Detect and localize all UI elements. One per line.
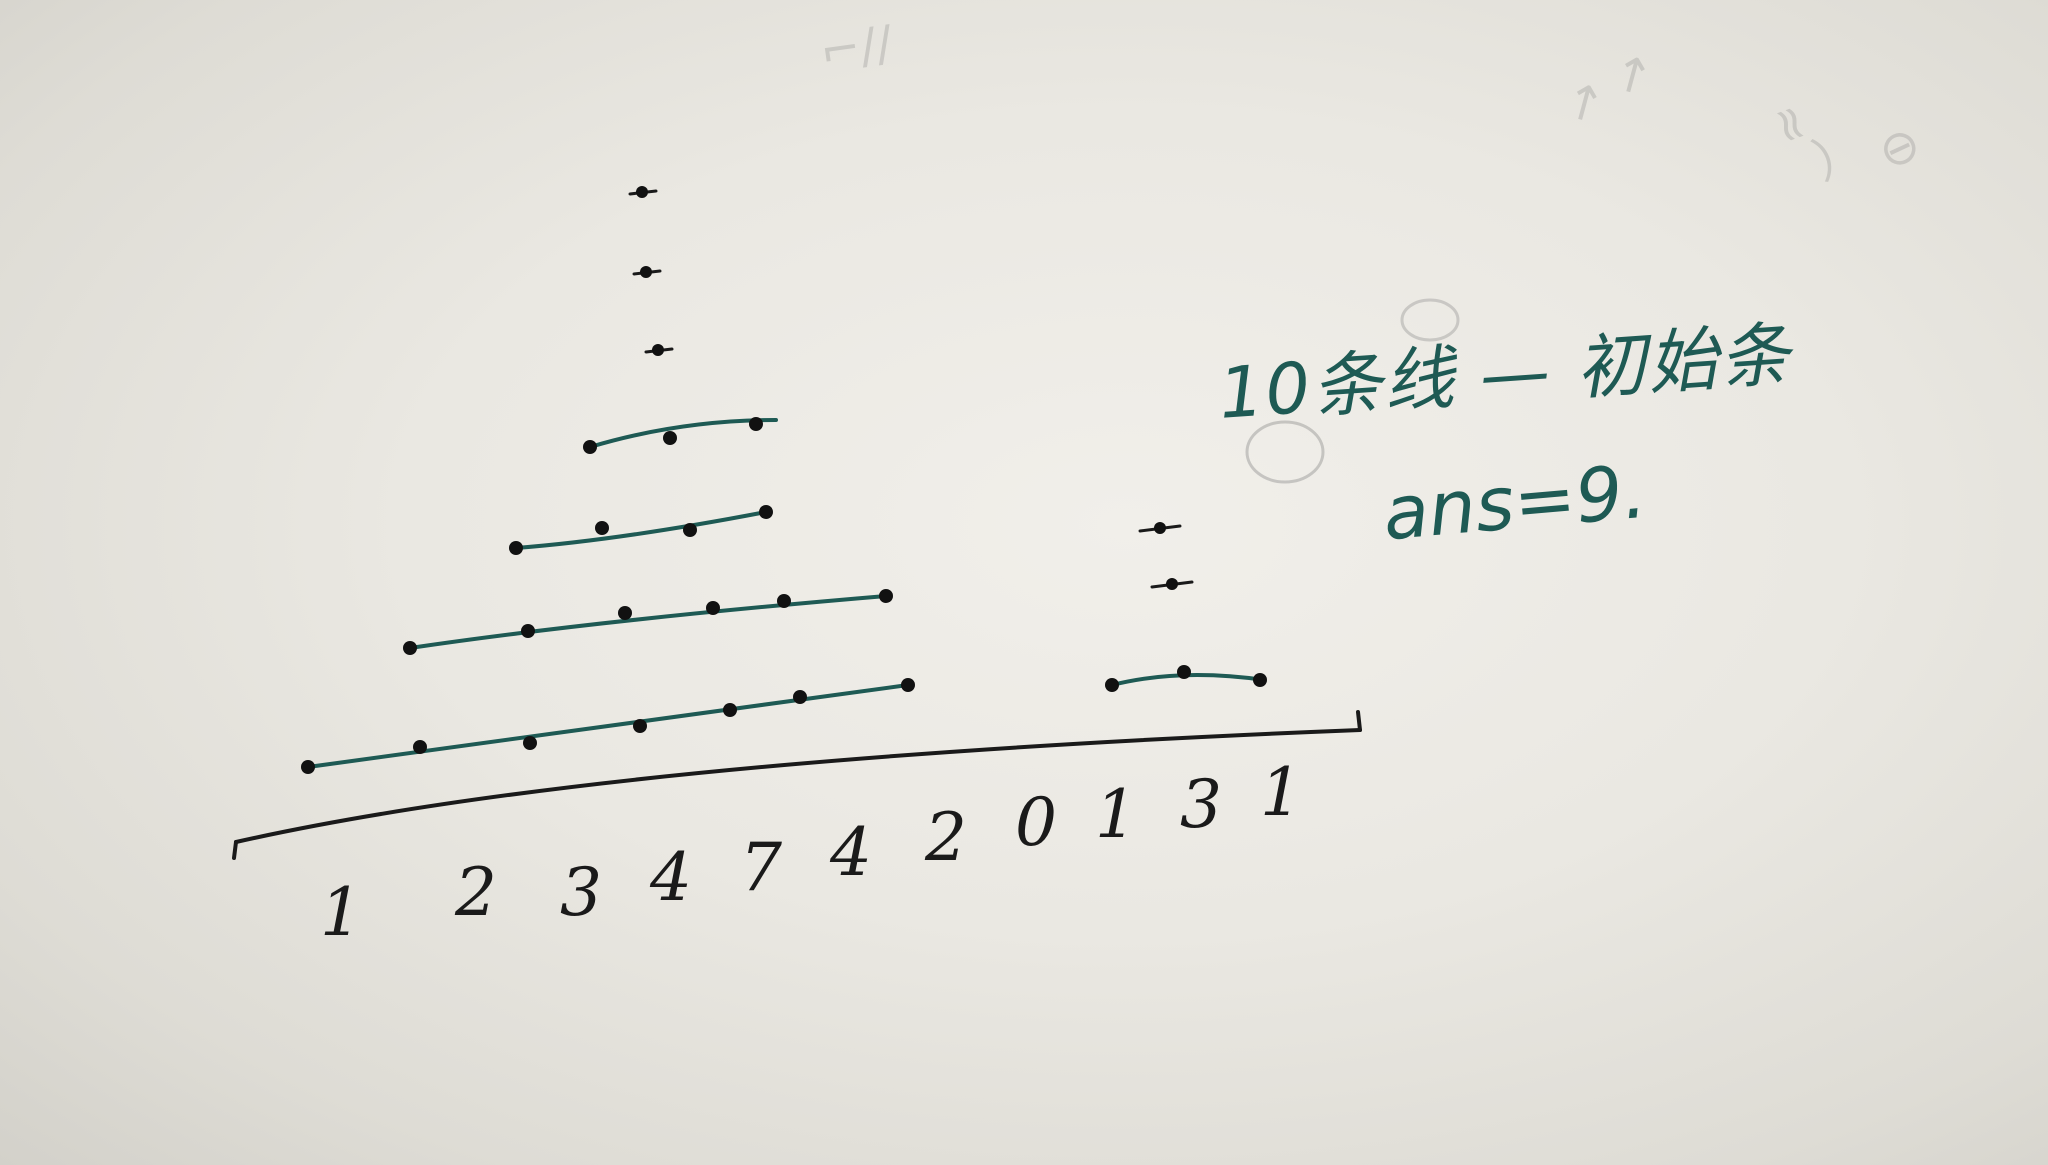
axis-label: 0 (1015, 784, 1057, 861)
segment-dot (413, 740, 427, 754)
segment-dot (1105, 678, 1119, 692)
segment-dot (301, 760, 315, 774)
axis-label: 1 (1260, 754, 1302, 831)
segment-dot (403, 641, 417, 655)
segment-dot (879, 589, 893, 603)
axis-label: 2 (455, 854, 497, 931)
segment-dot (1253, 673, 1267, 687)
segment-dot (1177, 665, 1191, 679)
segment-dot (777, 594, 791, 608)
axis-label: 3 (560, 854, 602, 931)
segment-dot (759, 505, 773, 519)
axis-label: 1 (1095, 776, 1137, 853)
stack-dot (640, 266, 652, 278)
segment-dot (901, 678, 915, 692)
segment-line (514, 510, 768, 550)
segment-dot (509, 541, 523, 555)
axis-start-tick (232, 840, 238, 860)
stack-dot (652, 344, 664, 356)
segment-dot (663, 431, 677, 445)
axis-label: 2 (925, 799, 967, 876)
segment-dot (723, 703, 737, 717)
axis-label: 7 (740, 829, 782, 906)
segment-dot (633, 719, 647, 733)
axis-label: 4 (830, 814, 872, 891)
segment-dot (583, 440, 597, 454)
segment-dot (749, 417, 763, 431)
segment-dot (521, 624, 535, 638)
segment-line (306, 683, 910, 769)
segment-dot (706, 601, 720, 615)
pencil-circle (1245, 420, 1325, 484)
stack-dot (1154, 522, 1166, 534)
segment-line (588, 418, 778, 449)
pencil-circle (1400, 298, 1460, 342)
axis-line (234, 728, 1362, 844)
stack-dot (1166, 578, 1178, 590)
axis-label: 3 (1180, 766, 1222, 843)
axis-end-tick (1356, 710, 1362, 732)
stack-dot (636, 186, 648, 198)
segment-line (408, 594, 888, 650)
axis-label: 1 (320, 874, 362, 951)
segment-dot (523, 736, 537, 750)
segment-dot (683, 523, 697, 537)
axis-label: 4 (650, 839, 692, 916)
segment-dot (793, 690, 807, 704)
segment-dot (595, 521, 609, 535)
segment-dot (618, 606, 632, 620)
